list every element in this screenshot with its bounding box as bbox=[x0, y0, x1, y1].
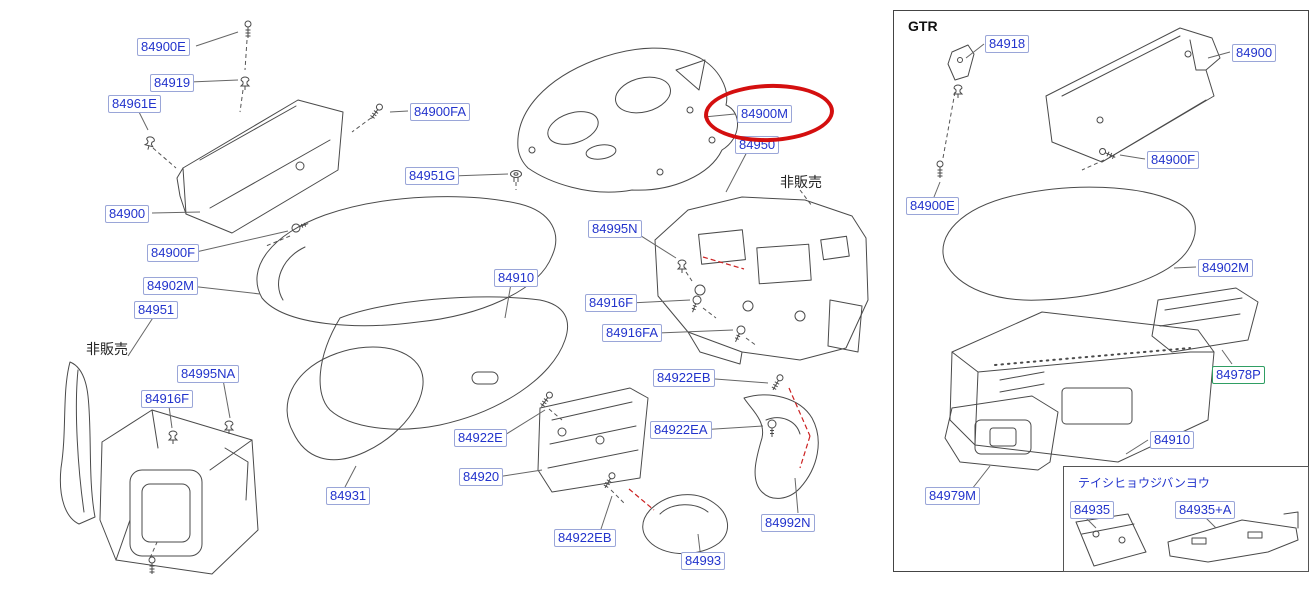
part-label-84922EB-2[interactable]: 84922EB bbox=[653, 369, 715, 387]
not-sold-note-left: 非販売 bbox=[86, 341, 128, 357]
gtr-part-label-84902M[interactable]: 84902M bbox=[1198, 259, 1253, 277]
part-label-84922E[interactable]: 84922E bbox=[454, 429, 507, 447]
part-label-84900FA[interactable]: 84900FA bbox=[410, 103, 471, 121]
part-label-84992N[interactable]: 84992N bbox=[761, 514, 815, 532]
gtr-part-label-84900[interactable]: 84900 bbox=[1232, 44, 1277, 62]
part-label-84951[interactable]: 84951 bbox=[134, 301, 179, 319]
part-label-84916F-2[interactable]: 84916F bbox=[585, 294, 638, 312]
gtr-panel-title: GTR bbox=[908, 18, 938, 34]
part-label-84951G[interactable]: 84951G bbox=[405, 167, 460, 185]
gtr-part-label-84918[interactable]: 84918 bbox=[985, 35, 1030, 53]
part-label-84916FA[interactable]: 84916FA bbox=[602, 324, 663, 342]
gtr-part-label-84935A[interactable]: 84935+A bbox=[1175, 501, 1236, 519]
part-label-84995NA[interactable]: 84995NA bbox=[177, 365, 240, 383]
part-label-84900F[interactable]: 84900F bbox=[147, 244, 200, 262]
gtr-part-label-84900E[interactable]: 84900E bbox=[906, 197, 959, 215]
gtr-part-label-84978P[interactable]: 84978P bbox=[1212, 366, 1265, 384]
gtr-part-label-84900F[interactable]: 84900F bbox=[1147, 151, 1200, 169]
gtr-part-label-84935[interactable]: 84935 bbox=[1070, 501, 1115, 519]
part-label-84900[interactable]: 84900 bbox=[105, 205, 150, 223]
part-label-84931[interactable]: 84931 bbox=[326, 487, 371, 505]
part-label-84993[interactable]: 84993 bbox=[681, 552, 726, 570]
not-sold-note-right: 非販売 bbox=[780, 174, 822, 190]
part-label-84916F[interactable]: 84916F bbox=[141, 390, 194, 408]
gtr-part-label-84979M[interactable]: 84979M bbox=[925, 487, 980, 505]
part-label-84920[interactable]: 84920 bbox=[459, 468, 504, 486]
part-label-84910[interactable]: 84910 bbox=[494, 269, 539, 287]
gtr-part-label-84910[interactable]: 84910 bbox=[1150, 431, 1195, 449]
part-label-84922EB[interactable]: 84922EB bbox=[554, 529, 616, 547]
part-label-84919[interactable]: 84919 bbox=[150, 74, 195, 92]
part-label-84950[interactable]: 84950 bbox=[735, 136, 780, 154]
part-label-84995N[interactable]: 84995N bbox=[588, 220, 642, 238]
part-label-84961E[interactable]: 84961E bbox=[108, 95, 161, 113]
part-label-84900M-highlighted[interactable]: 84900M bbox=[737, 105, 792, 123]
part-label-84902M[interactable]: 84902M bbox=[143, 277, 198, 295]
part-label-84922EA[interactable]: 84922EA bbox=[650, 421, 712, 439]
part-label-84900E[interactable]: 84900E bbox=[137, 38, 190, 56]
gtr-inner-box-note: テイシヒョウジバンヨウ bbox=[1078, 476, 1210, 490]
